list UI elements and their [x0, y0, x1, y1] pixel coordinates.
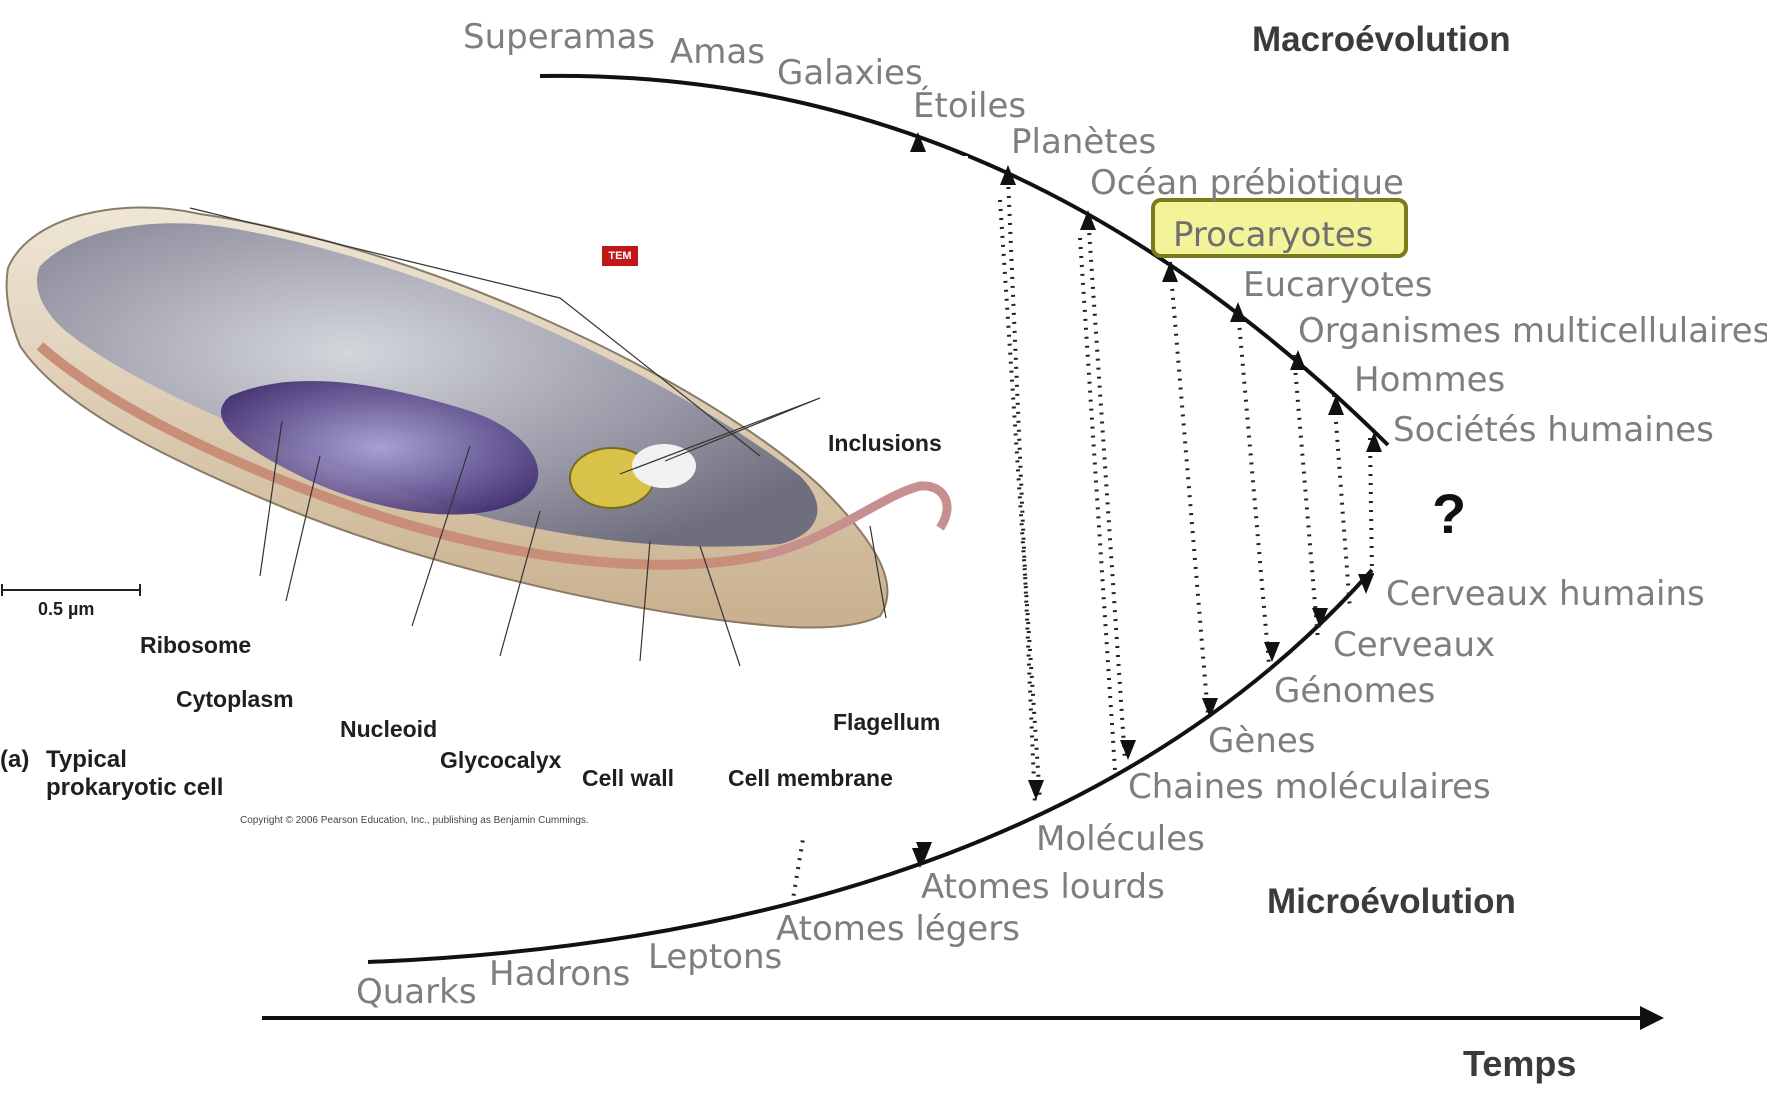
label-genomes: Génomes [1274, 674, 1435, 708]
label-cerveaux: Cerveaux [1333, 628, 1495, 662]
label-cell-wall: Cell wall [582, 767, 674, 790]
label-planetes: Planètes [1011, 125, 1156, 159]
caption-line2: prokaryotic cell [46, 776, 223, 800]
label-chaines-moleculaires: Chaines moléculaires [1128, 770, 1491, 804]
prokaryotic-cell-illustration [0, 156, 968, 838]
label-hadrons: Hadrons [489, 957, 630, 991]
label-procaryotes: Procaryotes [1173, 218, 1373, 252]
label-cytoplasm: Cytoplasm [176, 688, 294, 711]
macroevolution-heading: Macroévolution [1252, 22, 1511, 57]
label-cerveaux-humains: Cerveaux humains [1386, 577, 1705, 611]
label-leptons: Leptons [648, 940, 782, 974]
label-superamas: Superamas [463, 20, 655, 54]
label-genes: Gènes [1208, 724, 1315, 758]
scale-label: 0.5 µm [38, 600, 94, 618]
label-glycocalyx: Glycocalyx [440, 749, 561, 772]
caption-line1: Typical [46, 748, 127, 772]
label-molecules: Molécules [1036, 822, 1205, 856]
label-atomes-lourds: Atomes lourds [921, 870, 1165, 904]
label-flagellum: Flagellum [833, 711, 940, 734]
microevolution-heading: Microévolution [1267, 884, 1516, 919]
label-quarks: Quarks [356, 975, 477, 1009]
label-cell-membrane: Cell membrane [728, 767, 893, 790]
caption-prefix: (a) [0, 748, 29, 772]
time-axis-arrowhead [1640, 1006, 1664, 1030]
copyright-note: Copyright © 2006 Pearson Education, Inc.… [240, 816, 589, 826]
label-nucleoid: Nucleoid [340, 718, 437, 741]
label-ribosome: Ribosome [140, 634, 251, 657]
prokaryotic-cell-figure: TEM 0.5 µm Inclusions Ribosome Cytoplasm… [0, 156, 968, 838]
label-atomes-legers: Atomes légers [776, 912, 1020, 946]
question-mark: ? [1432, 486, 1466, 542]
label-amas: Amas [670, 35, 765, 69]
label-organismes-multicellulaires: Organismes multicellulaires [1298, 314, 1767, 348]
label-inclusions: Inclusions [828, 432, 942, 455]
label-societes-humaines: Sociétés humaines [1393, 413, 1714, 447]
label-galaxies: Galaxies [777, 56, 923, 90]
tem-badge: TEM [602, 246, 638, 266]
label-ocean-prebiotique: Océan prébiotique [1090, 166, 1404, 200]
time-axis-label: Temps [1463, 1046, 1576, 1082]
label-eucaryotes: Eucaryotes [1243, 268, 1432, 302]
label-hommes: Hommes [1354, 363, 1505, 397]
label-etoiles: Étoiles [913, 89, 1026, 123]
